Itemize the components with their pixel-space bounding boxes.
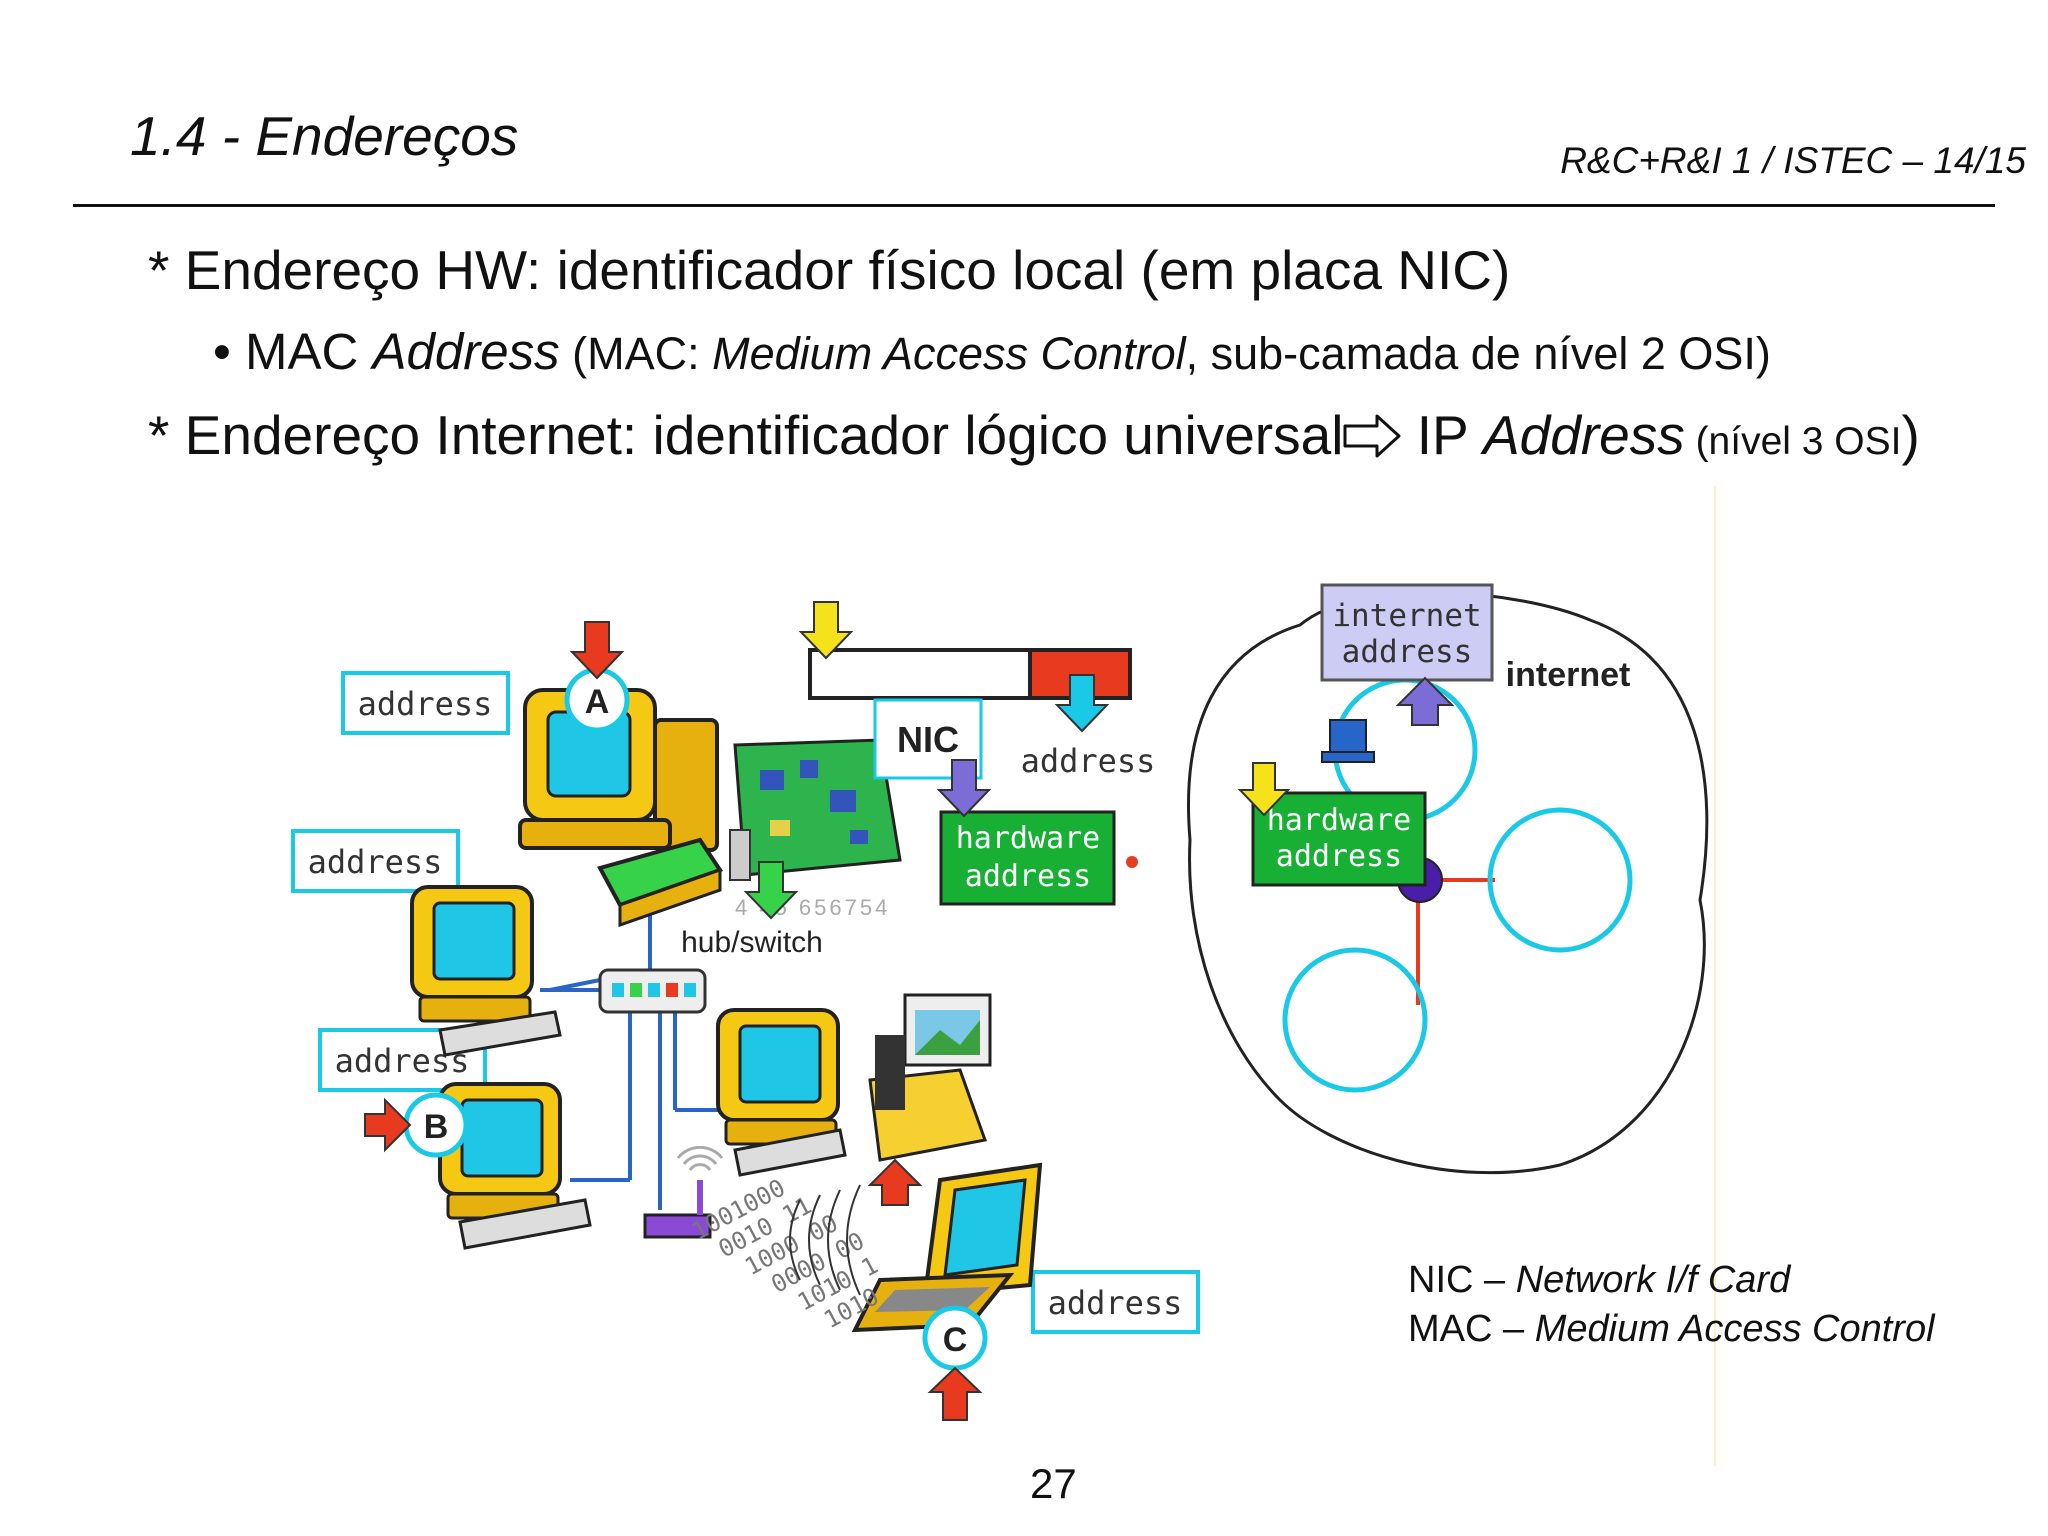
slide-title: 1.4 - Endereços (130, 105, 519, 167)
course-label: R&C+R&I 1 / ISTEC – 14/15 (1560, 140, 2026, 181)
osi-level: (nível 3 OSI (1684, 420, 1902, 463)
legend-nic-abbr: NIC – (1408, 1259, 1516, 1301)
internet-cloud-label: internet (1506, 656, 1631, 694)
cloud-hardware-line1: hardware (1267, 803, 1412, 838)
subnet-circle-right (1487, 807, 1633, 953)
bullet-internet-address: * Endereço Internet: identificador lógic… (148, 403, 1920, 467)
cloud-hardware-line2: address (1276, 839, 1402, 874)
legend-mac: MAC – Medium Access Control (1408, 1305, 1935, 1354)
bullet-hw-address: * Endereço HW: identificador físico loca… (148, 239, 1511, 301)
address-box-c (1031, 1270, 1200, 1334)
address-label-2: address (308, 843, 443, 881)
closing-paren: ) (1901, 404, 1920, 466)
mac-expansion: Medium Access Control (712, 328, 1186, 379)
mac-text: MAC (245, 323, 373, 380)
hub-switch-label: hub/switch (681, 926, 823, 959)
internet-cloud (1187, 590, 1709, 1175)
bullet-marker: • (213, 323, 231, 380)
cables (540, 880, 740, 1210)
nic-label: NIC (897, 719, 959, 760)
red-arrow-up-icon (867, 1158, 923, 1206)
host-icon (1329, 719, 1367, 753)
cloud-hardware-address-box (1251, 791, 1427, 887)
address-label-c: address (1048, 1284, 1183, 1322)
green-arrow-icon (743, 861, 799, 920)
internet-address-line2: address (1342, 634, 1473, 670)
wireless-ap-icon (643, 1145, 724, 1239)
right-arrow-icon (1343, 414, 1401, 458)
node-b-label: B (424, 1108, 449, 1146)
page-number: 27 (1030, 1460, 1077, 1507)
hardware-address-line1: hardware (956, 821, 1101, 856)
red-dot (1126, 856, 1138, 868)
internet-lead: * Endereço Internet: identificador lógic… (148, 404, 1344, 466)
mac-rest: , sub-camada de nível 2 OSI) (1185, 328, 1771, 379)
internet-address-line1: internet (1332, 598, 1481, 634)
address-label-nic: address (1021, 742, 1156, 780)
red-arrow-c-icon (927, 1366, 983, 1421)
computer-3-icon (716, 1008, 847, 1177)
yellow-arrow-icon (798, 601, 854, 660)
nic-card-icon (729, 738, 902, 881)
purple-arrow-up-icon (1395, 676, 1455, 726)
modem-icon (597, 837, 724, 928)
legend-nic: NIC – Network I/f Card (1408, 1256, 1935, 1305)
ip-address-word: Address (1482, 404, 1685, 466)
hardware-address-line2: address (965, 859, 1091, 894)
hardware-address-box (939, 810, 1116, 906)
computer-b-icon (438, 1082, 592, 1250)
ip-text: IP (1401, 404, 1483, 466)
bullet-mac-address: • MAC Address (MAC: Medium Access Contro… (213, 322, 1771, 381)
red-arrow-b-icon (364, 1097, 412, 1153)
wave-lines (789, 1184, 861, 1296)
address-label-a: address (358, 685, 493, 723)
node-a-label: A (585, 683, 610, 721)
legend: NIC – Network I/f Card MAC – Medium Acce… (1408, 1256, 1935, 1354)
cyan-arrow-icon (1054, 674, 1110, 733)
address-box-a (341, 671, 510, 735)
legend-mac-abbr: MAC – (1408, 1308, 1535, 1350)
title-rule (73, 204, 1995, 207)
media-folder-icon (868, 993, 992, 1162)
internet-address-box (1320, 583, 1494, 682)
legend-mac-term: Medium Access Control (1534, 1308, 1935, 1350)
red-arrow-a-icon (569, 621, 625, 680)
address-box-2 (291, 829, 460, 893)
address-word: Address (372, 323, 560, 380)
network-diagram: 4 45 656754 NIC hardware address address… (291, 583, 1709, 1421)
mac-paren: (MAC: (559, 328, 713, 379)
computer-2-icon (410, 885, 562, 1057)
binary-stream: 1001000 0010 11 1000 00 0000 00 1010 1 1… (687, 1174, 883, 1335)
purple-arrow-icon (936, 759, 992, 818)
legend-nic-term: Network I/f Card (1515, 1259, 1791, 1301)
node-c-label: C (943, 1321, 968, 1359)
subnet-circle-bottom (1282, 947, 1428, 1093)
divider-line (1714, 486, 1716, 1466)
cloud-yellow-arrow-icon (1237, 762, 1291, 817)
